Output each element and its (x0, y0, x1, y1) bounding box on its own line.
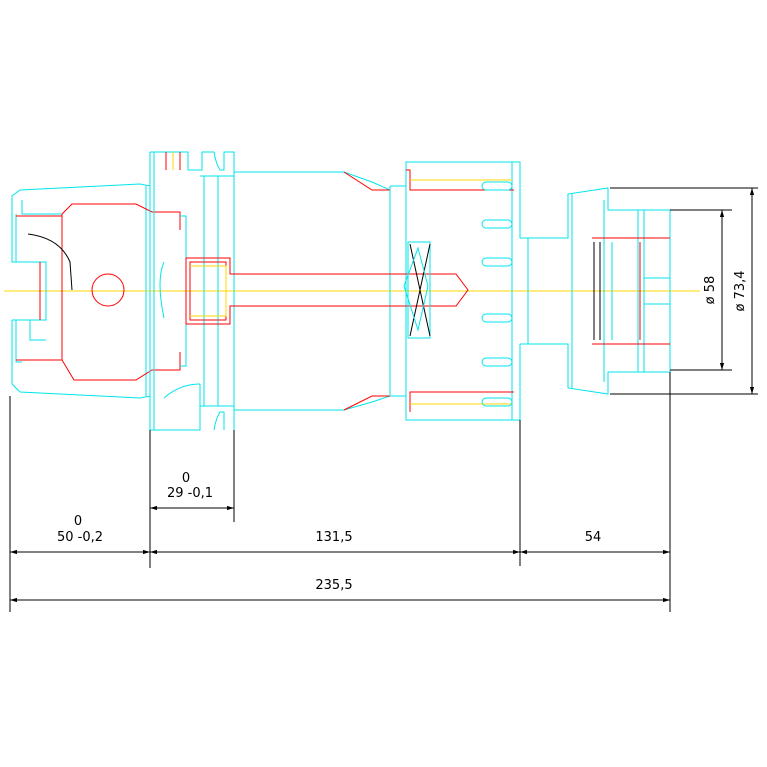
hsk-shank (11, 183, 187, 399)
dim-shank-tolerance-upper: 0 (74, 514, 82, 529)
dim-diameter-inner: ø 58 (703, 276, 718, 305)
dim-overall-length: 235,5 (315, 578, 352, 593)
flange (149, 151, 235, 431)
dim-body-length: 131,5 (315, 530, 352, 545)
dim-flange-tolerance-upper: 0 (182, 471, 190, 486)
dim-flange-width: 29 -0,1 (167, 486, 213, 501)
dim-collet-length: 54 (585, 530, 602, 545)
dim-shank-length: 50 -0,2 (57, 530, 103, 545)
dimension-extension-lines (9, 187, 758, 612)
collet-nut (520, 187, 671, 395)
tool-body (185, 161, 521, 421)
dim-diameter-outer: ø 73,4 (733, 270, 748, 311)
